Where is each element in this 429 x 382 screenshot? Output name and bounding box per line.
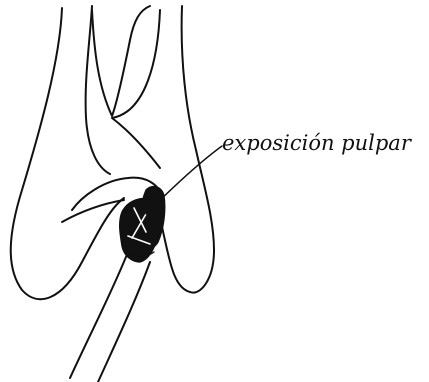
instrument	[70, 199, 160, 382]
tooth-outline	[11, 6, 214, 299]
callout: exposición pulpar	[146, 131, 413, 214]
callout-label: exposición pulpar	[222, 131, 413, 155]
cervical-curve-lower	[62, 200, 124, 222]
central-groove	[92, 6, 150, 116]
instrument-shaft-right	[98, 262, 150, 382]
instrument-shaft-left	[70, 252, 128, 378]
right-outer-wall	[159, 6, 214, 293]
left-inner-wall	[86, 6, 110, 174]
left-outer-wall	[11, 8, 124, 299]
